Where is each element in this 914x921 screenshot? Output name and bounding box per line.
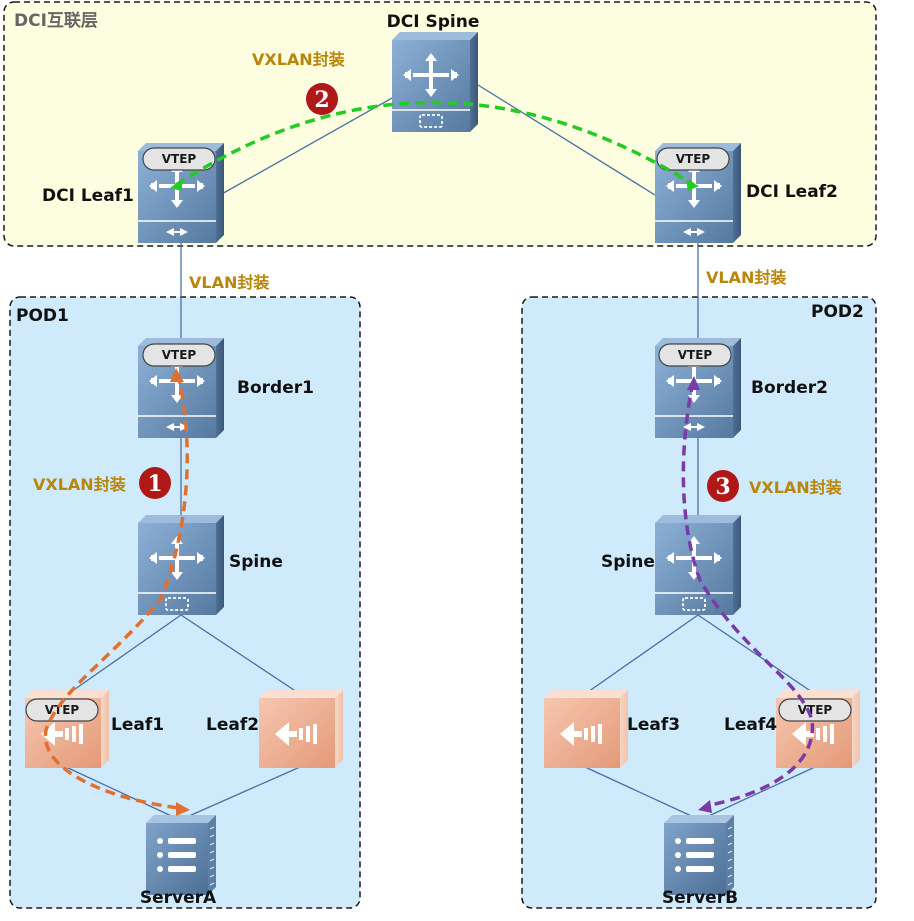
dci-zone-label: DCI互联层 xyxy=(14,11,98,31)
link-dcispine-dcileaf2 xyxy=(477,84,656,196)
serverb-server-icon xyxy=(663,814,735,896)
vxlan-pod1-path xyxy=(43,373,189,810)
step-3-marker: 3 xyxy=(707,470,739,502)
servera-server-icon xyxy=(145,814,217,896)
spine2-core-switch-icon xyxy=(655,515,741,615)
dci-leaf2-vtep-badge: VTEP xyxy=(656,147,730,171)
link-spine2-leaf4 xyxy=(697,614,816,695)
vxlan-pod2-label: VXLAN封装 xyxy=(749,478,842,497)
svg-text:VTEP: VTEP xyxy=(162,348,197,362)
vlan-left-label: VLAN封装 xyxy=(189,273,269,292)
svg-text:1: 1 xyxy=(147,471,162,497)
leaf3-switch-icon xyxy=(544,690,628,768)
leaf4-label: Leaf4 xyxy=(724,715,777,735)
link-leaf3-serverb xyxy=(584,766,701,821)
pod2-path-arrow-down xyxy=(698,800,712,813)
step-2-marker: 2 xyxy=(306,83,338,115)
svg-text:VTEP: VTEP xyxy=(798,703,833,717)
border2-label: Border2 xyxy=(751,378,828,398)
servera-label: ServerA xyxy=(140,888,217,908)
spine2-label: Spine xyxy=(601,552,655,572)
pod1-path-arrow-down xyxy=(176,802,190,816)
dci-leaf1-vtep-badge: VTEP xyxy=(142,147,216,171)
dci-leaf2-label: DCI Leaf2 xyxy=(746,182,838,202)
dci-path-arrow-left xyxy=(170,179,182,191)
vxlan-pod2-path xyxy=(681,381,815,808)
svg-text:VTEP: VTEP xyxy=(676,152,711,166)
svg-text:3: 3 xyxy=(715,474,730,500)
svg-text:VTEP: VTEP xyxy=(678,348,713,362)
link-leaf4-serverb xyxy=(699,766,816,821)
leaf2-label: Leaf2 xyxy=(206,715,259,735)
border1-vtep-badge: VTEP xyxy=(142,343,216,367)
leaf4-vtep-badge: VTEP xyxy=(778,698,852,722)
dci-spine-icon xyxy=(392,32,478,132)
vlan-right-label: VLAN封装 xyxy=(706,268,786,287)
spine1-label: Spine xyxy=(229,552,283,572)
spine1-core-switch-icon xyxy=(138,515,224,615)
link-leaf1-servera xyxy=(65,766,181,821)
link-dcileaf1-dcispine xyxy=(219,97,393,196)
vxlan-dci-path xyxy=(175,100,695,187)
svg-text:VTEP: VTEP xyxy=(162,152,197,166)
border1-label: Border1 xyxy=(237,378,314,398)
vxlan-dci-label: VXLAN封装 xyxy=(252,50,345,69)
dci-path-arrow-right xyxy=(686,180,699,191)
dci-spine-label: DCI Spine xyxy=(387,12,480,32)
dci-leaf1-label: DCI Leaf1 xyxy=(42,186,134,206)
svg-text:2: 2 xyxy=(314,87,329,113)
link-spine1-leaf2 xyxy=(180,614,301,695)
svg-text:VTEP: VTEP xyxy=(45,703,80,717)
pod2-path-arrow-up xyxy=(687,376,700,390)
border2-vtep-badge: VTEP xyxy=(658,343,732,367)
step-1-marker: 1 xyxy=(139,467,171,499)
link-spine1-leaf1 xyxy=(67,614,182,695)
leaf1-label: Leaf1 xyxy=(111,715,164,735)
links xyxy=(65,84,816,821)
link-spine2-leaf3 xyxy=(584,614,699,695)
leaf3-label: Leaf3 xyxy=(627,715,680,735)
link-leaf2-servera xyxy=(179,766,301,821)
pod1-path-arrow-up xyxy=(170,368,184,382)
serverb-label: ServerB xyxy=(662,888,738,908)
pod2-zone-label: POD2 xyxy=(811,302,864,322)
leaf2-switch-icon xyxy=(259,690,343,768)
pod1-zone-label: POD1 xyxy=(16,306,69,326)
vxlan-pod1-label: VXLAN封装 xyxy=(33,475,126,494)
